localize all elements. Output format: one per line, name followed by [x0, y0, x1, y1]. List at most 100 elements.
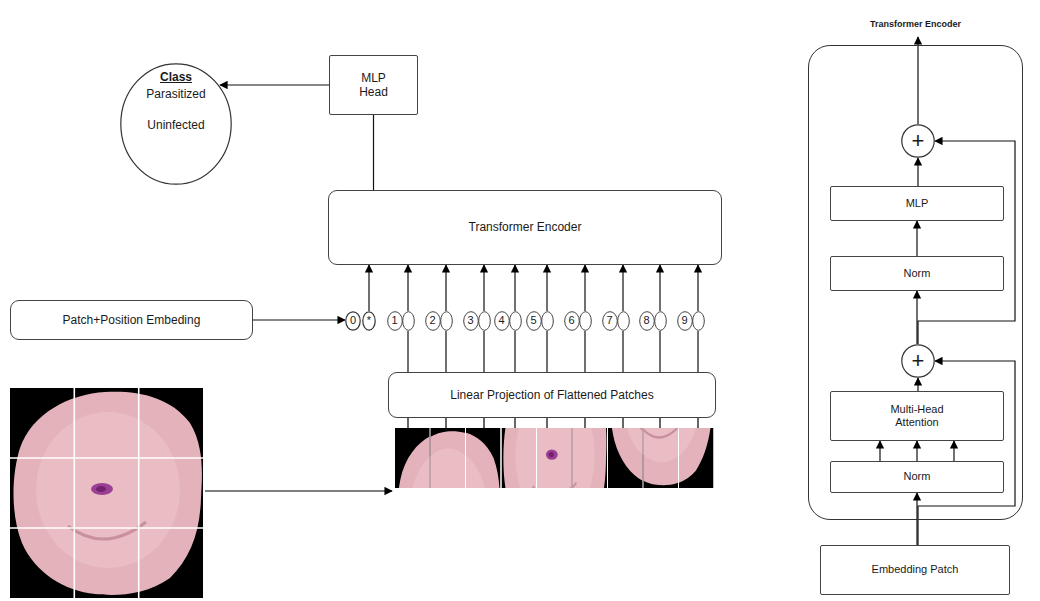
connector: [253, 320, 345, 321]
patch-token: 9: [677, 311, 705, 331]
connector-line: [659, 265, 660, 311]
connector: [484, 265, 485, 311]
transformer-encoder-box: Transformer Encoder: [328, 190, 722, 265]
shape-outline: [494, 311, 522, 331]
linear-projection-box: Linear Projection of Flattened Patches: [388, 372, 716, 418]
embedding-box: Patch+Position Embeding: [10, 300, 253, 340]
patch-ticks: [408, 418, 698, 428]
connector-line: [514, 331, 515, 372]
connector-line: [546, 331, 547, 372]
connector: [623, 265, 624, 311]
add-circle: +: [901, 124, 935, 158]
connector: [660, 265, 661, 311]
connector-line: [483, 265, 484, 311]
connector-line: [916, 441, 917, 461]
connector: [917, 493, 918, 545]
output-arrow: [917, 37, 918, 124]
node-label: 1: [387, 314, 403, 327]
connector-line: [659, 331, 660, 372]
embedding-oval: [654, 312, 666, 331]
flow-arrow: [205, 490, 392, 491]
connector: [369, 265, 370, 311]
patch-token: 4: [494, 311, 522, 331]
connector: [220, 85, 329, 86]
index-circle: [425, 312, 440, 331]
connector: [515, 265, 516, 311]
shape-outline: [564, 311, 592, 331]
node-label: 2: [425, 314, 441, 327]
connector: [660, 331, 661, 372]
connector: [918, 361, 1015, 545]
node-label: Patch+Position Embeding: [63, 313, 201, 327]
node-label: +: [912, 350, 925, 372]
connector-line: [697, 265, 698, 311]
patch-token: 5: [526, 311, 554, 331]
node-label: MLP Head: [352, 71, 396, 100]
connector-line: [917, 378, 918, 391]
ellipse-outline: [363, 312, 375, 330]
ellipse-outline: [121, 64, 231, 184]
connector-line: [546, 265, 547, 311]
connector-line: [220, 84, 329, 85]
shape-outline: [463, 311, 491, 331]
connector: [408, 331, 409, 372]
connector: [917, 291, 918, 344]
connector-line: [918, 141, 1015, 344]
node-label: 0: [350, 314, 356, 327]
node-label: Norm: [904, 267, 931, 280]
connector: [623, 331, 624, 372]
connector-line: [584, 265, 585, 311]
ellipse-outline: [346, 312, 360, 330]
index-circle: [494, 312, 509, 331]
connector-line: [697, 331, 698, 372]
node-label: Norm: [904, 470, 931, 483]
connector-line: [407, 331, 408, 372]
connector: [918, 378, 919, 391]
node-label: Embedding Patch: [872, 563, 959, 576]
ellipse-outline: [902, 125, 934, 157]
add-circle: +: [901, 344, 935, 378]
connector-line: [584, 331, 585, 372]
connector: [698, 331, 699, 372]
patch-token: 1: [387, 311, 415, 331]
patch-token: 7: [602, 311, 630, 331]
node-label: 5: [526, 314, 542, 327]
node-label: Multi-Head Attention: [877, 403, 957, 429]
node-label: *: [367, 314, 371, 327]
embedding-oval: [541, 312, 553, 331]
shape-outline: [602, 311, 630, 331]
embedding-oval: [440, 312, 452, 331]
connector-line: [407, 265, 408, 311]
connector: [880, 441, 954, 461]
connector-line: [622, 265, 623, 311]
connector-line: [622, 331, 623, 372]
embedding-oval: [692, 312, 704, 331]
connector: [918, 141, 1015, 344]
connector: [446, 265, 447, 311]
embedding-oval: [579, 312, 591, 331]
node-label: Uninfected: [147, 118, 204, 132]
connector: [917, 221, 918, 256]
shape-outline: [677, 311, 705, 331]
mlp-box: MLP: [830, 186, 1004, 221]
patch-token: 2: [425, 311, 453, 331]
connector-line: [483, 331, 484, 372]
embedding-oval: [617, 312, 629, 331]
shape-outline: [387, 311, 415, 331]
connector: [515, 331, 516, 372]
shape-outline: [425, 311, 453, 331]
node-label: +: [912, 130, 925, 152]
connector-line: [368, 265, 369, 311]
connector: [585, 331, 586, 372]
index-circle: [526, 312, 541, 331]
node-label: Class: [160, 70, 192, 84]
index-circle: [387, 312, 402, 331]
node-label: Parasitized: [146, 87, 205, 101]
ellipse-outline: [902, 345, 934, 377]
node-label: 9: [677, 314, 693, 327]
norm-box: Norm: [830, 461, 1004, 493]
connector-line: [253, 319, 345, 320]
connector: [408, 265, 409, 311]
connector: [547, 265, 548, 311]
